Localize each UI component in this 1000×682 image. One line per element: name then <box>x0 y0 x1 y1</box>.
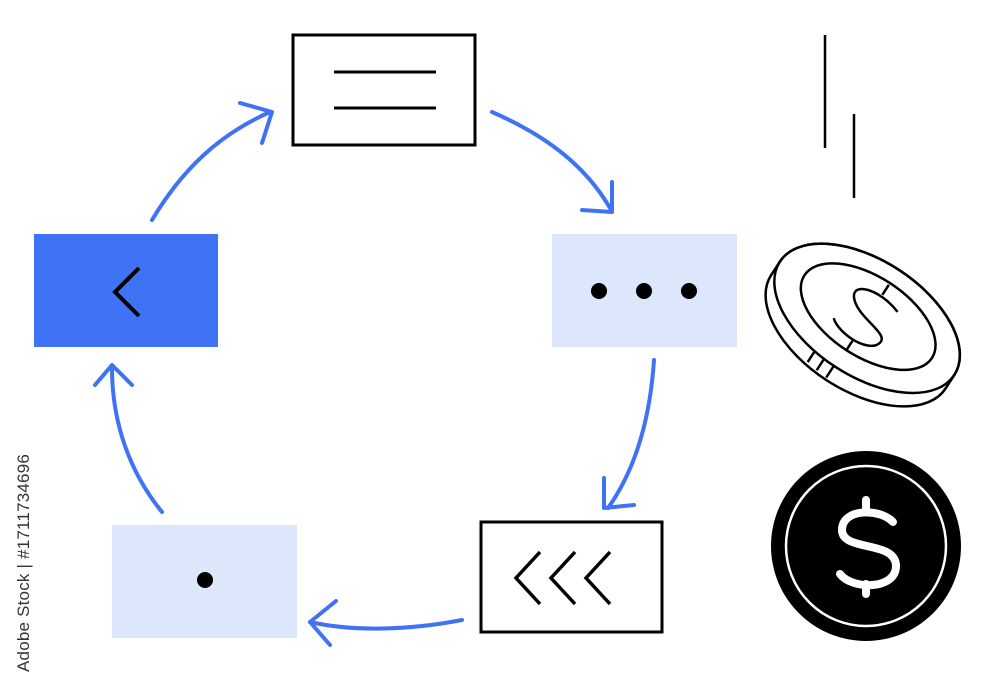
arrow-top-to-right <box>490 110 612 210</box>
falling-motion-lines <box>823 35 856 198</box>
arrowhead-left-to-top <box>238 101 274 145</box>
dollar-coin-tilted-icon <box>764 242 962 408</box>
cycle-step-bottom-left <box>112 525 297 638</box>
cycle-step-top <box>291 33 477 147</box>
cycle-step-bottom-right <box>479 520 664 634</box>
ellipsis-icon <box>591 283 697 299</box>
arrow-bottom-left-to-left <box>110 366 164 514</box>
stock-id-watermark: Adobe Stock | #1711734696 <box>14 454 33 672</box>
arrowhead-bottom-left-to-left <box>93 363 134 387</box>
dollar-coin-icon <box>771 451 961 641</box>
triple-chevron-left-icon <box>513 550 612 606</box>
cycle-arrows <box>93 101 656 647</box>
arrow-left-to-top <box>150 110 272 222</box>
arrowhead-bottom-right-to-bottom-left <box>308 599 338 647</box>
menu-lines-icon <box>334 70 436 110</box>
arrow-bottom-right-to-bottom-left <box>308 618 464 631</box>
cycle-step-right <box>552 234 737 347</box>
arrow-right-to-bottom-right <box>606 358 656 510</box>
chevron-left-icon <box>112 266 141 318</box>
arrowhead-top-to-right <box>580 180 614 214</box>
arrowhead-right-to-bottom-right <box>602 476 636 510</box>
cycle-step-left <box>34 234 218 347</box>
dot-icon <box>197 572 213 588</box>
